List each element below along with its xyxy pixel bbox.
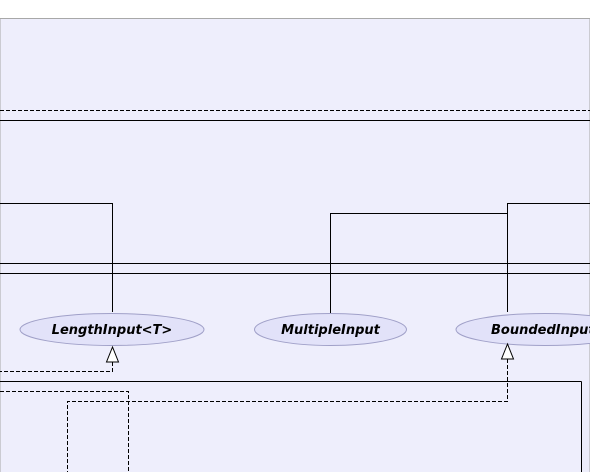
length-input-realization-line xyxy=(0,362,113,372)
bounded-input-realization-line xyxy=(67,359,508,472)
length-input-connector xyxy=(0,203,113,312)
package-area xyxy=(0,18,590,472)
multiple-input-node[interactable]: MultipleInput xyxy=(254,313,407,346)
bounded-input-label: BoundedInput xyxy=(491,323,590,338)
lower-dashed-box xyxy=(0,391,129,472)
length-input-label: LengthInput<T> xyxy=(52,323,173,338)
bounded-input-node[interactable]: BoundedInput xyxy=(455,313,590,346)
bounded-input-connector xyxy=(507,203,590,312)
multiple-input-label: MultipleInput xyxy=(281,323,381,338)
multiple-input-connector xyxy=(330,213,508,313)
length-input-node[interactable]: LengthInput<T> xyxy=(19,313,205,346)
